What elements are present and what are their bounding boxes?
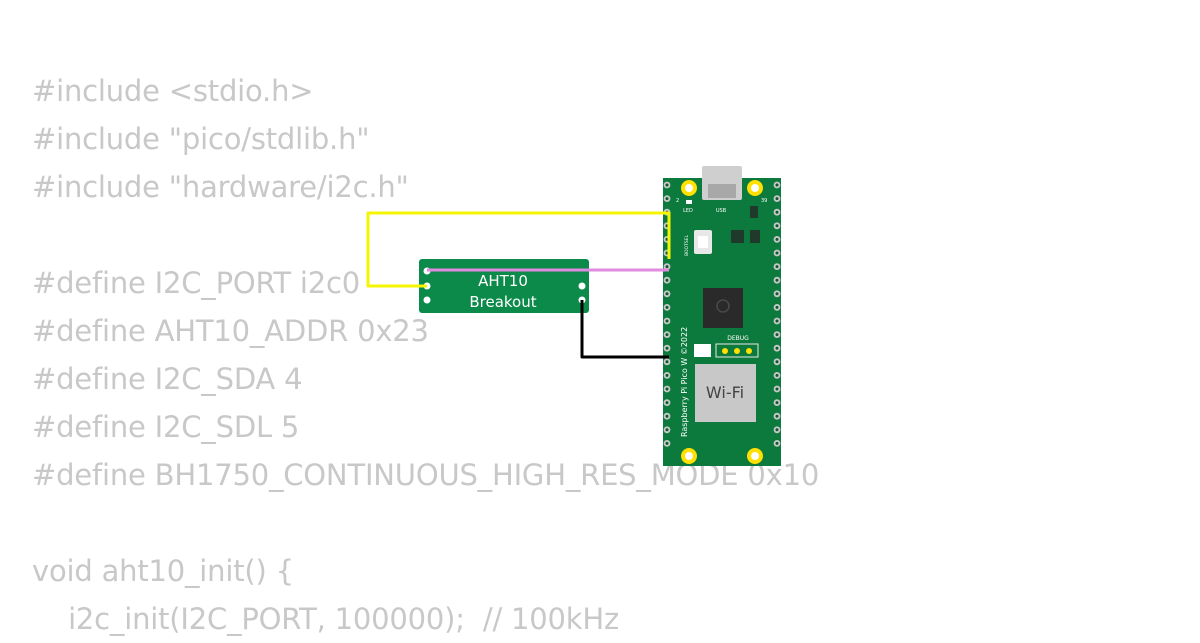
pico-pin-hole	[665, 319, 669, 323]
debug-label: DEBUG	[727, 335, 749, 342]
pico-pin-hole	[665, 305, 669, 309]
pico-pin-hole	[775, 224, 779, 228]
pico-pin-hole	[775, 197, 779, 201]
component	[731, 230, 744, 243]
pico-pin-hole	[775, 265, 779, 269]
pico-pin-hole	[665, 292, 669, 296]
pico-pin-hole	[775, 346, 779, 350]
pico-pin-hole	[665, 183, 669, 187]
led-label: LED	[683, 208, 693, 214]
aht10-title: AHT10	[478, 272, 528, 290]
sda-wire[interactable]	[366, 211, 671, 288]
mount-hole-inner	[685, 452, 693, 460]
mount-hole-inner	[751, 452, 759, 460]
mount-hole-inner	[685, 184, 693, 192]
code-line: #include "pico/stdlib.h"	[32, 122, 370, 156]
pin-number-label: 2	[676, 198, 679, 204]
led-indicator	[686, 200, 692, 204]
aht10-pin-gnd[interactable]	[578, 282, 586, 290]
usb-label: USB	[716, 208, 727, 214]
usb-port	[708, 184, 736, 198]
pico-pin-hole	[775, 333, 779, 337]
bootsel-label: BOOTSEL	[684, 234, 690, 256]
pico-pin-hole	[775, 441, 779, 445]
pico-pin-hole	[775, 278, 779, 282]
pico-pin-hole	[775, 251, 779, 255]
pico-pin-hole	[665, 414, 669, 418]
wifi-module	[695, 364, 756, 422]
component	[750, 230, 760, 243]
pico-pin-hole	[665, 346, 669, 350]
debug-pin[interactable]	[722, 348, 728, 354]
pico-pin-hole	[665, 197, 669, 201]
gnd-wire[interactable]	[580, 300, 669, 359]
code-line: #define I2C_SDA 4	[32, 362, 303, 396]
code-line: #define BH1750_CONTINUOUS_HIGH_RES_MODE …	[32, 458, 820, 492]
pico-pin-hole	[775, 401, 779, 405]
code-line: #define AHT10_ADDR 0x23	[32, 314, 429, 348]
pico-pin-hole	[775, 210, 779, 214]
pico-pin-hole	[775, 387, 779, 391]
pico-pin-hole	[775, 183, 779, 187]
aht10-breakout[interactable]: AHT10 Breakout	[419, 259, 589, 313]
debug-pin[interactable]	[734, 348, 740, 354]
aht10-pin-scl[interactable]	[423, 296, 431, 304]
circuit-canvas: AHT10 Breakout LED USB 2 39 BOOTSEL	[366, 166, 781, 466]
component	[750, 206, 758, 218]
aht10-board[interactable]	[419, 259, 589, 313]
raspberry-pi-pico-w[interactable]: LED USB 2 39 BOOTSEL Raspberry Pi Pico W…	[663, 166, 781, 466]
pico-pin-hole	[665, 401, 669, 405]
debug-pin[interactable]	[746, 348, 752, 354]
pico-pin-hole	[775, 237, 779, 241]
pico-pin-hole	[775, 319, 779, 323]
code-line: void aht10_init() {	[32, 554, 294, 588]
code-line: #define I2C_PORT i2c0	[32, 266, 360, 300]
board-silkscreen: Raspberry Pi Pico W ©2022	[680, 327, 689, 437]
bootsel-cap	[698, 236, 708, 248]
code-line: #include "hardware/i2c.h"	[32, 170, 409, 204]
pico-pin-hole	[665, 333, 669, 337]
pico-pin-hole	[775, 292, 779, 296]
pico-pin-hole	[665, 265, 669, 269]
code-line: #include <stdio.h>	[32, 74, 314, 108]
code-line: #define I2C_SDL 5	[32, 410, 300, 444]
pico-pin-hole	[775, 373, 779, 377]
pico-pin-hole	[665, 428, 669, 432]
code-editor-background: #include <stdio.h> #include "pico/stdlib.…	[32, 67, 819, 643]
pico-pin-hole	[665, 373, 669, 377]
pin-number-label: 39	[761, 198, 767, 204]
pico-pin-hole	[665, 278, 669, 282]
aht10-subtitle: Breakout	[469, 293, 536, 311]
pico-pin-hole	[775, 414, 779, 418]
wifi-label: Wi-Fi	[706, 383, 744, 402]
pico-pin-hole	[775, 428, 779, 432]
pico-pin-hole	[665, 360, 669, 364]
rp2040-chip	[703, 288, 743, 328]
pico-pin-hole	[775, 305, 779, 309]
pico-pin-hole	[665, 387, 669, 391]
pico-pin-hole	[665, 441, 669, 445]
raspberry-logo-icon	[716, 299, 730, 313]
mount-hole-inner	[751, 184, 759, 192]
component	[694, 344, 711, 357]
pico-pin-hole	[775, 360, 779, 364]
